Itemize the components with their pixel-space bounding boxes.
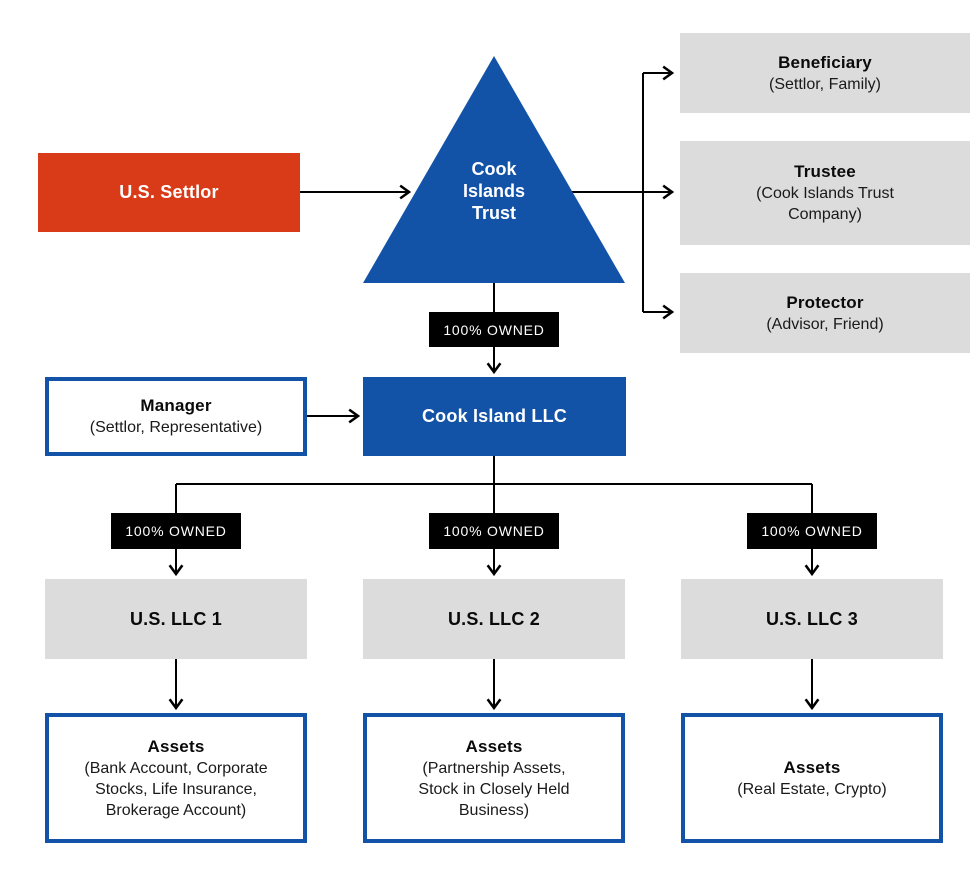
protector-title: Protector xyxy=(786,292,864,312)
cook-islands-trust-label: Cook Islands Trust xyxy=(462,159,526,223)
trustee-box: Trustee (Cook Islands Trust Company) xyxy=(680,141,970,245)
us-settlor-label: U.S. Settlor xyxy=(119,182,219,202)
cook-island-llc-label: Cook Island LLC xyxy=(421,406,567,426)
beneficiary-title: Beneficiary xyxy=(778,52,872,72)
assets-3-subtitle: (Real Estate, Crypto) xyxy=(737,780,887,798)
us-settlor-box: U.S. Settlor xyxy=(38,153,300,232)
protector-box: Protector (Advisor, Friend) xyxy=(680,273,970,353)
us-llc-3-label: U.S. LLC 3 xyxy=(765,608,858,629)
assets-3-box: Assets (Real Estate, Crypto) xyxy=(681,713,943,843)
beneficiary-box: Beneficiary (Settlor, Family) xyxy=(680,33,970,113)
us-llc-1-box: U.S. LLC 1 xyxy=(45,579,307,659)
ownership-badge-llc3: 100% OWNED xyxy=(747,513,877,549)
assets-1-subtitle: (Bank Account, Corporate Stocks, Life In… xyxy=(84,759,268,819)
assets-2-box: Assets (Partnership Assets, Stock in Clo… xyxy=(363,713,625,843)
us-llc-3-box: U.S. LLC 3 xyxy=(681,579,943,659)
assets-3-title: Assets xyxy=(783,757,841,777)
us-llc-2-box: U.S. LLC 2 xyxy=(363,579,625,659)
beneficiary-subtitle: (Settlor, Family) xyxy=(768,75,881,93)
assets-2-subtitle: (Partnership Assets, Stock in Closely He… xyxy=(418,759,570,819)
assets-2-title: Assets xyxy=(465,736,523,756)
us-llc-2-label: U.S. LLC 2 xyxy=(447,608,540,629)
assets-1-title: Assets xyxy=(147,736,205,756)
ownership-badge-llc2: 100% OWNED xyxy=(429,513,559,549)
cook-island-llc-box: Cook Island LLC xyxy=(363,377,626,456)
manager-subtitle: (Settlor, Representative) xyxy=(89,419,263,436)
ownership-badge-llc1: 100% OWNED xyxy=(111,513,241,549)
manager-box: Manager (Settlor, Representative) xyxy=(45,377,307,456)
ownership-badge-trust: 100% OWNED xyxy=(429,312,559,347)
trustee-title: Trustee xyxy=(794,162,856,181)
protector-subtitle: (Advisor, Friend) xyxy=(766,315,884,333)
manager-title: Manager xyxy=(140,396,212,415)
assets-1-box: Assets (Bank Account, Corporate Stocks, … xyxy=(45,713,307,843)
trustee-subtitle: (Cook Islands Trust Company) xyxy=(756,185,894,223)
us-llc-1-label: U.S. LLC 1 xyxy=(129,608,222,629)
